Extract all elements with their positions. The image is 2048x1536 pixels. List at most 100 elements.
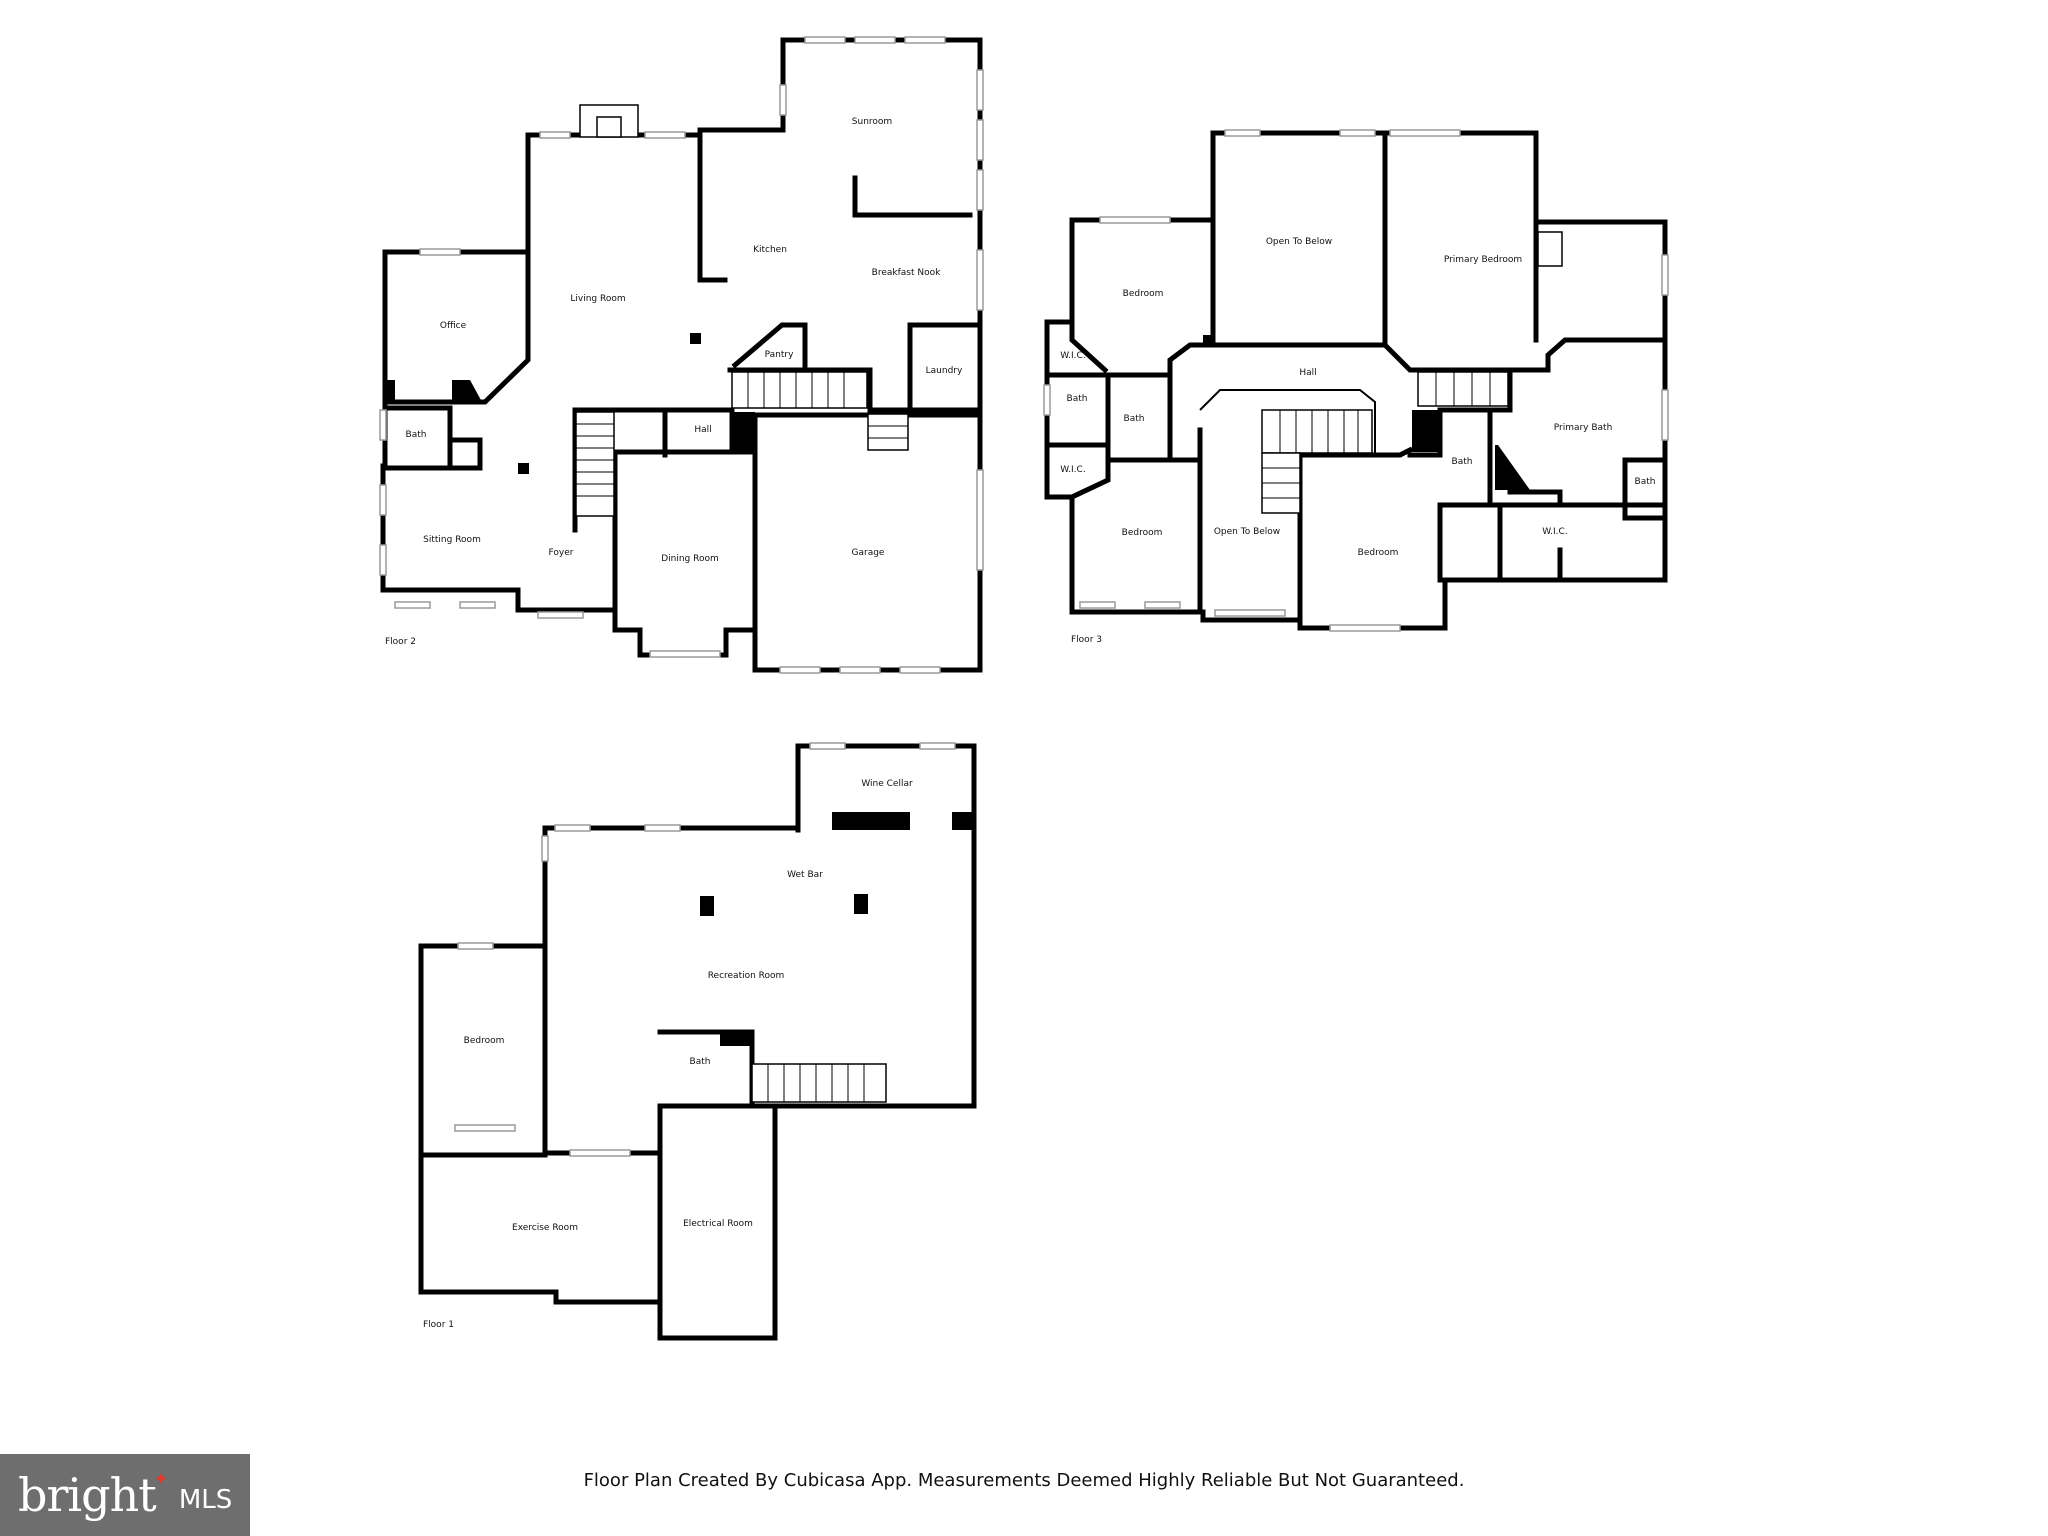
floor-3-stairs [1261, 409, 1373, 514]
room-label-hall: Hall [1299, 368, 1316, 378]
floor-1-column [854, 894, 868, 914]
room-label-bath-center: Bath [1124, 414, 1145, 424]
window [459, 601, 496, 609]
room-label-bath: Bath [406, 430, 427, 440]
room-label-primary-bath: Primary Bath [1554, 423, 1613, 433]
window [539, 131, 571, 139]
floor-1-bedroom-wall [418, 943, 548, 1158]
window [554, 824, 591, 832]
floor-2-fill-corner [452, 380, 482, 402]
window [976, 119, 984, 161]
fireplace-icon [596, 116, 622, 138]
window [779, 84, 787, 116]
room-label-foyer: Foyer [549, 548, 574, 558]
floor-3-fill-corner [1203, 335, 1213, 345]
floor-3-plan: Open To Below Primary Bedroom Bedroom W.… [1043, 129, 1669, 645]
floor-2-living-east-wall [697, 132, 728, 283]
floor-2-stairs-kitchen [731, 371, 868, 409]
fireplace-icon [1537, 231, 1563, 267]
room-label-kitchen: Kitchen [753, 245, 787, 255]
floor-1-exterior-wall [418, 743, 977, 1341]
floor-1-fill-corner [720, 1032, 752, 1046]
floor-2-exterior-wall [380, 37, 983, 673]
window [804, 36, 846, 44]
floor-2-column [518, 463, 529, 474]
room-label-bath-left: Bath [1067, 394, 1088, 404]
window [976, 69, 984, 111]
room-label-dining-room: Dining Room [661, 554, 719, 564]
window [1329, 624, 1401, 632]
floor-3-fill-corner [1495, 445, 1530, 490]
window [454, 1124, 516, 1132]
room-label-bath: Bath [690, 1057, 711, 1067]
floor-3-bath-right-wall [1437, 407, 1493, 583]
floor-3-nw-bedroom-wall [1069, 319, 1216, 378]
room-label-breakfast-nook: Breakfast Nook [872, 268, 941, 278]
floor-3-label: Floor 3 [1071, 635, 1102, 645]
room-label-bedroom-sw: Bedroom [1122, 528, 1163, 538]
room-label-bedroom: Bedroom [464, 1036, 505, 1046]
window [919, 742, 956, 750]
floor-1-stairs [751, 1063, 887, 1103]
window [457, 942, 494, 950]
room-label-open-to-below-top: Open To Below [1266, 237, 1332, 247]
window [394, 601, 431, 609]
floor-1-wine-rack [952, 812, 974, 830]
floor-2-stairs-main [575, 411, 615, 517]
room-label-laundry: Laundry [926, 366, 963, 376]
floor-2-kitchen-stair-wall [727, 367, 913, 413]
floor-3-mid-wall [1297, 407, 1443, 623]
window [379, 484, 387, 516]
floor-2-bath-wall [382, 405, 483, 471]
bright-mls-logo: bright ✦ MLS [0, 1454, 250, 1536]
floor-1-wine-rack [832, 812, 910, 830]
window [904, 36, 946, 44]
window [1043, 384, 1051, 416]
window [976, 249, 984, 311]
window [809, 742, 846, 750]
room-label-sunroom: Sunroom [852, 117, 892, 127]
floor-2-office-wall [382, 249, 531, 405]
floor-3-sw-bedroom-wall [1105, 427, 1203, 615]
floor-3-stairs-right [1417, 371, 1509, 407]
disclaimer-text: Floor Plan Created By Cubicasa App. Meas… [583, 1470, 1465, 1491]
room-label-bedroom-s: Bedroom [1358, 548, 1399, 558]
window [1079, 601, 1116, 609]
room-label-wet-bar: Wet Bar [787, 870, 823, 880]
floor-3-primary-bath-wall [1492, 337, 1668, 413]
room-label-wine-cellar: Wine Cellar [861, 779, 913, 789]
window [541, 835, 549, 862]
floor-3-open-below-wall [1210, 130, 1388, 348]
window [976, 169, 984, 211]
window [779, 666, 821, 674]
floor-1-plan: Wine Cellar Wet Bar Recreation Room Bedr… [418, 742, 977, 1341]
floor-3-exterior-wall [1044, 130, 1668, 631]
window [839, 666, 881, 674]
window [1339, 129, 1376, 137]
floor-2-pantry-wall [731, 322, 808, 373]
window [569, 1149, 631, 1157]
room-label-bedroom-nw: Bedroom [1123, 289, 1164, 299]
floor-2-label: Floor 2 [385, 637, 416, 647]
window [1661, 254, 1669, 296]
window [1144, 601, 1181, 609]
room-label-bath-right: Bath [1452, 457, 1473, 467]
floor-3-column [1412, 410, 1438, 452]
window [379, 544, 387, 576]
floor-2-fill-corner [385, 380, 395, 402]
logo-word: bright [18, 1468, 157, 1522]
room-label-pantry: Pantry [765, 350, 794, 360]
window [1661, 389, 1669, 441]
room-label-wic-right: W.I.C. [1542, 527, 1567, 537]
window [1389, 129, 1461, 137]
floor-2-garage-wall [752, 412, 983, 673]
window [976, 469, 984, 571]
window [379, 409, 387, 441]
floor-1-label: Floor 1 [423, 1320, 454, 1330]
logo-suffix: MLS [178, 1485, 233, 1515]
room-label-primary-bedroom: Primary Bedroom [1444, 255, 1522, 265]
floor-2-column [690, 333, 701, 344]
room-label-bath-small: Bath [1635, 477, 1656, 487]
floor-3-wic-wall [1465, 457, 1668, 583]
room-label-exercise-room: Exercise Room [512, 1223, 578, 1233]
